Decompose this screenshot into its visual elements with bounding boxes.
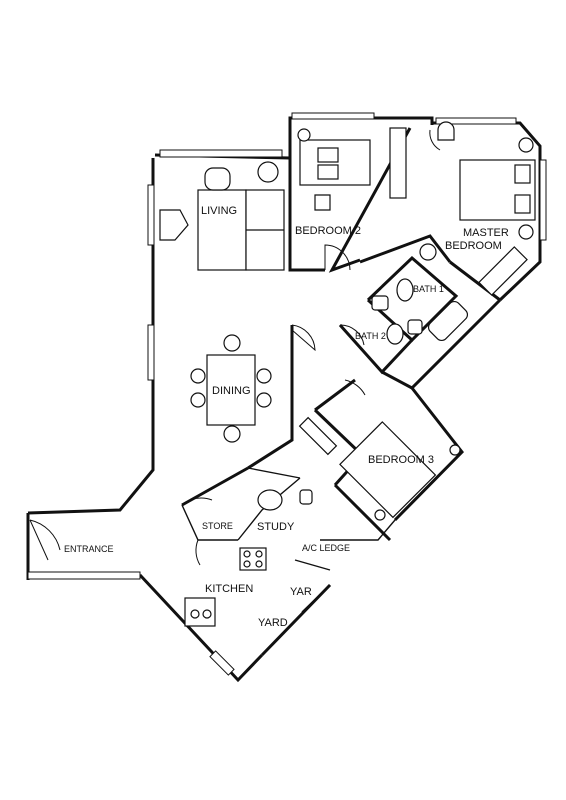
dining-label: DINING	[212, 385, 251, 397]
store-label: STORE	[202, 521, 233, 531]
master-bedroom-label-line1: MASTER	[463, 227, 509, 239]
study-furniture	[257, 489, 313, 511]
yard-label: YARD	[258, 617, 288, 629]
master-bedroom-label-line2: BEDROOM	[445, 240, 502, 252]
bedroom2-label: BEDROOM 2	[295, 225, 361, 237]
bedroom3-furniture	[298, 416, 461, 521]
study-label: STUDY	[257, 521, 295, 533]
yard-upper-label: YAR	[290, 586, 312, 598]
bedroom2-furniture	[297, 127, 407, 211]
bath-fixtures	[371, 243, 469, 345]
kitchen-fixtures	[184, 547, 331, 627]
kitchen-label: KITCHEN	[205, 583, 253, 595]
dining-furniture	[190, 334, 272, 443]
master-furniture	[437, 121, 536, 296]
living-label: LIVING	[201, 205, 237, 217]
bath2-label: BATH 2	[355, 331, 386, 341]
room-labels: LIVING BEDROOM 2 MASTER BEDROOM BATH 1 B…	[64, 205, 509, 629]
ac-ledge-label: A/C LEDGE	[302, 543, 350, 553]
bedroom3-label: BEDROOM 3	[368, 454, 434, 466]
doors	[29, 129, 441, 566]
bath1-label: BATH 1	[413, 284, 444, 294]
windows	[27, 112, 547, 676]
entrance-label: ENTRANCE	[64, 544, 114, 554]
living-furniture	[159, 161, 285, 271]
